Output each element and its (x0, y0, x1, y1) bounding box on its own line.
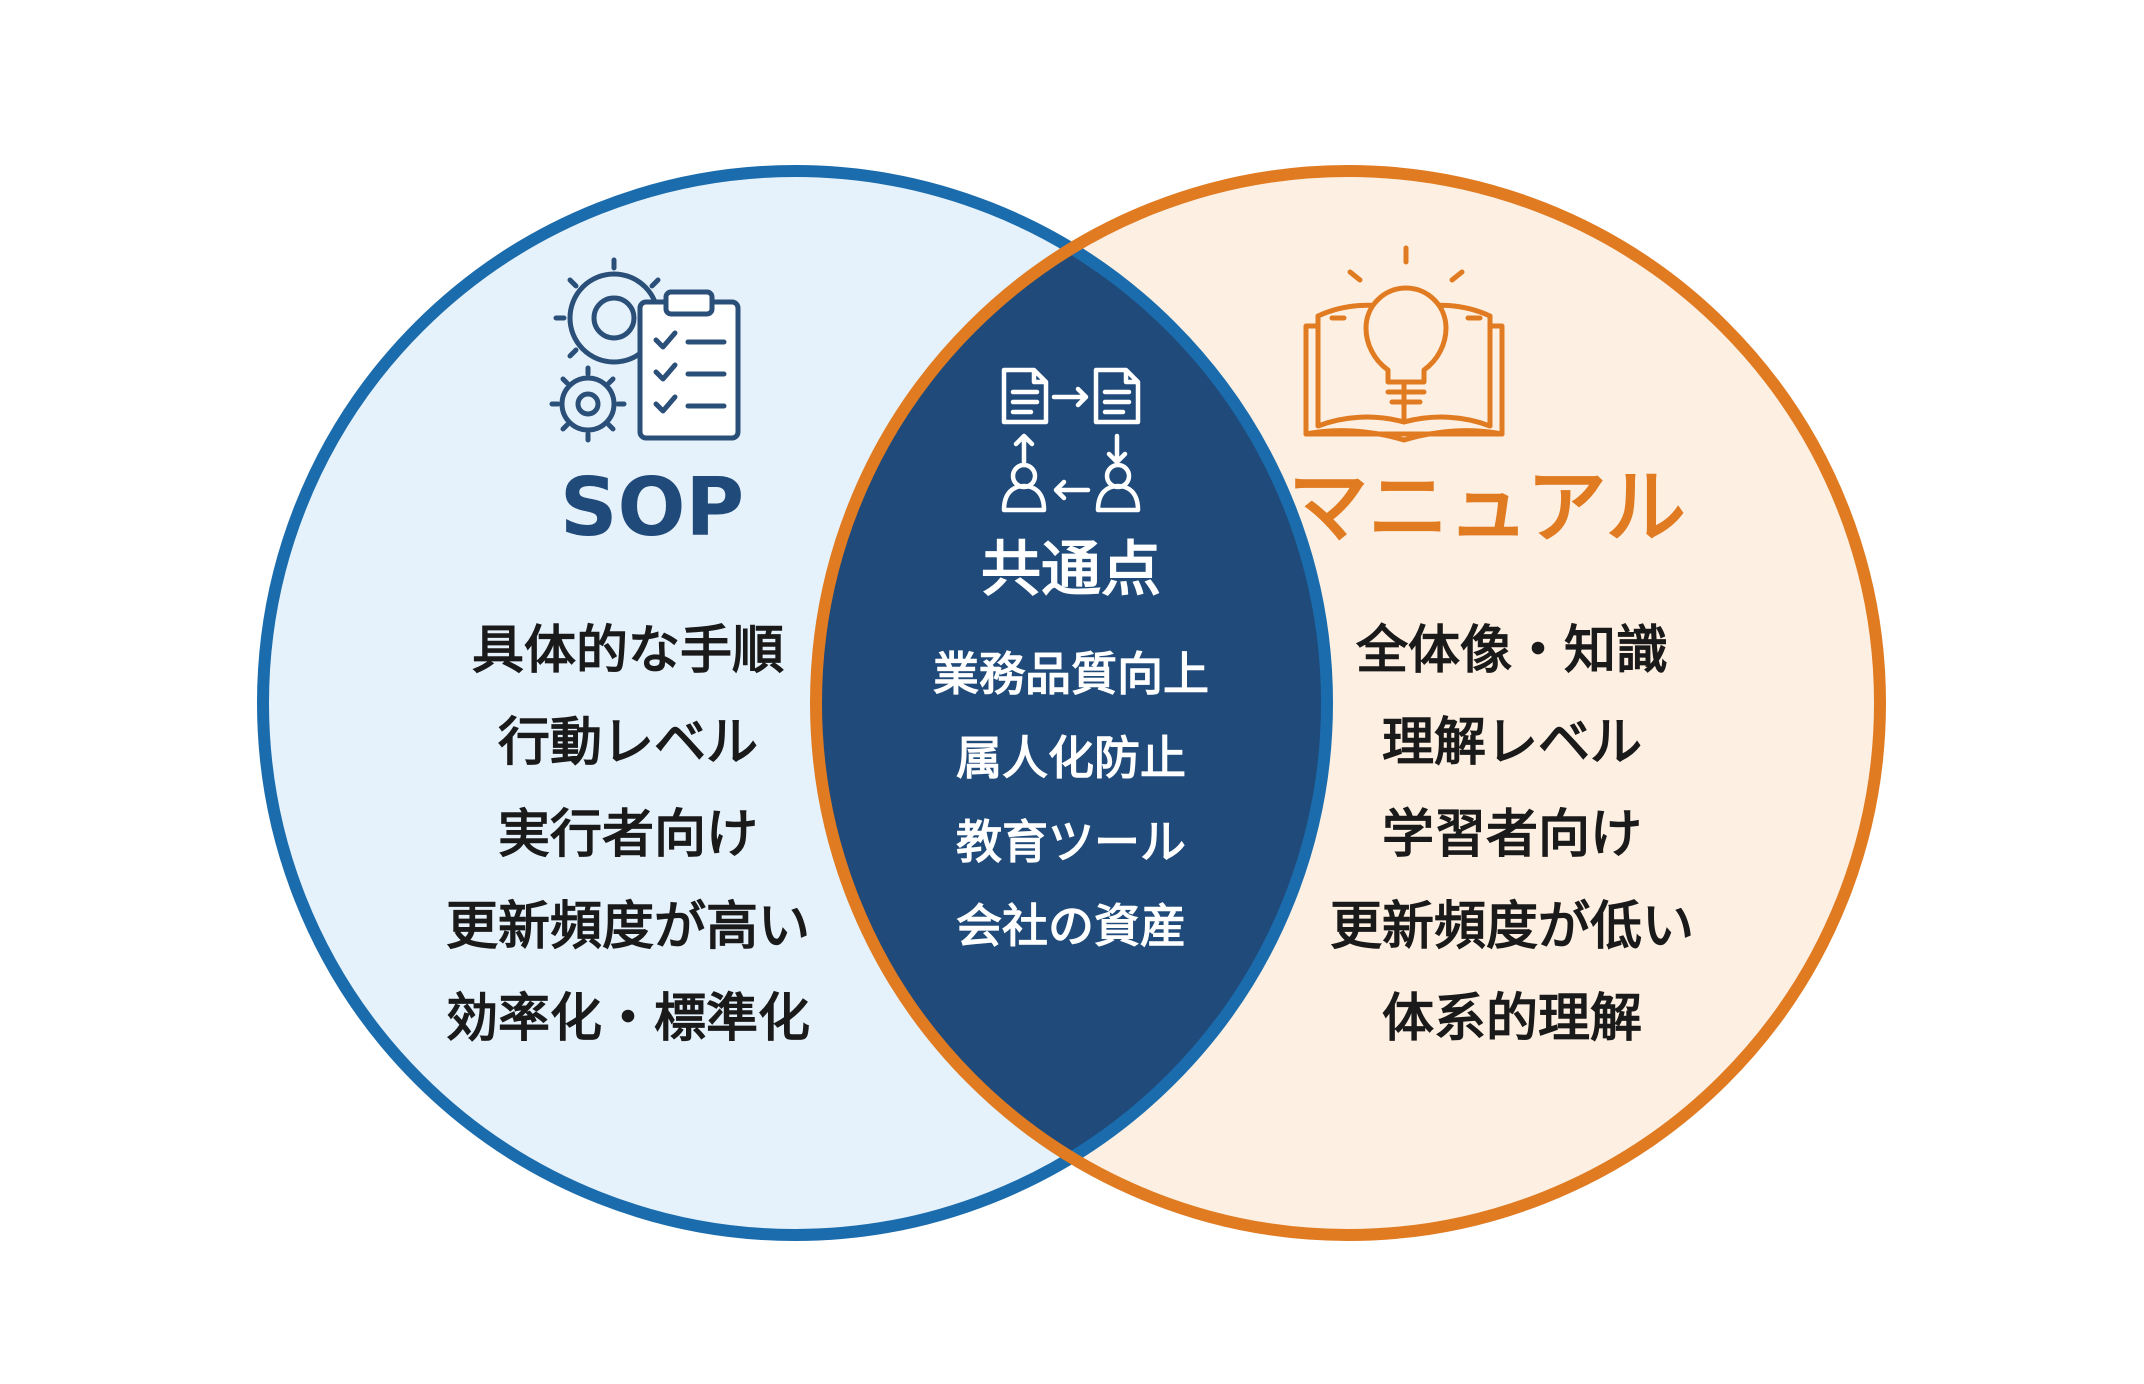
sop-title: SOP (560, 461, 744, 554)
gears-clipboard-checklist-icon (549, 257, 741, 443)
manual-item: 学習者向け (1382, 805, 1642, 865)
manual-item: 全体像・知識 (1355, 621, 1668, 681)
manual-item: 更新頻度が低い (1330, 897, 1694, 957)
document-exchange-people-icon (1001, 367, 1141, 513)
manual-circle-outline (810, 165, 1886, 1241)
common-item: 属人化防止 (956, 731, 1186, 785)
sop-item: 行動レベル (498, 713, 758, 773)
manual-item: 体系的理解 (1382, 989, 1642, 1049)
overlap-region (816, 171, 1327, 1235)
sop-circle-outline (257, 165, 1333, 1241)
common-title: 共通点 (981, 535, 1161, 605)
common-item: 業務品質向上 (933, 647, 1209, 701)
common-item-list: 業務品質向上 属人化防止 教育ツール 会社の資産 (933, 647, 1209, 953)
common-item: 教育ツール (956, 815, 1186, 869)
sop-item: 具体的な手順 (472, 621, 784, 681)
manual-title: マニュアル (1288, 461, 1686, 554)
sop-item: 実行者向け (498, 805, 758, 865)
sop-item-list: 具体的な手順 行動レベル 実行者向け 更新頻度が高い 効率化・標準化 (446, 621, 810, 1049)
common-item: 会社の資産 (956, 899, 1186, 953)
manual-item-list: 全体像・知識 理解レベル 学習者向け 更新頻度が低い 体系的理解 (1330, 621, 1694, 1049)
sop-item: 更新頻度が高い (446, 897, 810, 957)
manual-item: 理解レベル (1382, 713, 1642, 773)
sop-item: 効率化・標準化 (446, 989, 810, 1049)
open-book-lightbulb-icon (1303, 245, 1505, 443)
